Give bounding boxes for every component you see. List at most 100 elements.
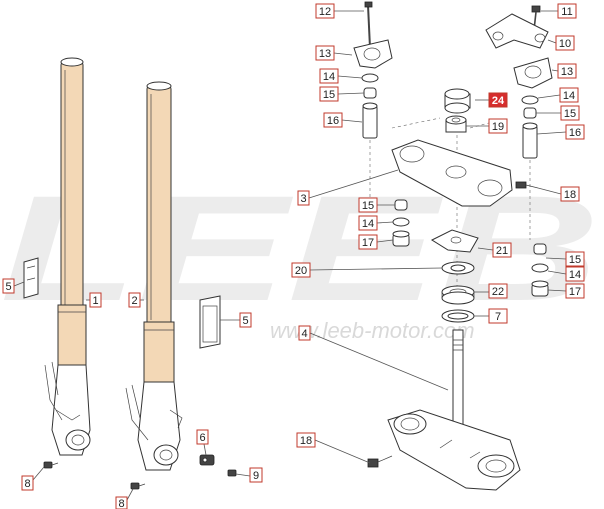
callout-2: 2 (128, 292, 141, 308)
upper-triple-clamp (391, 139, 513, 207)
bushing-15-mid-right (533, 243, 547, 255)
sensor-6 (199, 454, 215, 466)
callout-19: 19 (488, 118, 508, 134)
callout-21: 21 (492, 242, 512, 258)
callout-16-right: 16 (565, 124, 585, 140)
top-clamp-bar-10 (485, 13, 549, 49)
handlebar-clamp-left (353, 39, 393, 69)
callout-18-top: 18 (560, 186, 580, 202)
callout-6: 6 (196, 429, 209, 445)
bushing-17-right (531, 280, 549, 297)
callout-7: 7 (488, 308, 508, 324)
callout-12-text: 12 (319, 6, 331, 18)
bolt-18-bottom (367, 455, 393, 468)
callout-14-a-text: 14 (323, 71, 335, 83)
callout-8-right: 8 (115, 496, 128, 509)
callout-4: 4 (298, 325, 311, 341)
callout-8-left-text: 8 (24, 478, 30, 490)
callout-15-c: 15 (560, 105, 580, 121)
fork-leg-left (44, 57, 91, 456)
callout-20: 20 (291, 262, 311, 278)
callout-21-text: 21 (496, 245, 508, 257)
spacer-16-right (522, 122, 538, 159)
bearing-22 (441, 285, 475, 305)
callout-14-b: 14 (358, 215, 378, 231)
fork-leg-right (125, 81, 183, 471)
bushing-15-left (363, 87, 377, 99)
leader-lines (13, 10, 567, 501)
bolt-12 (364, 1, 373, 49)
callout-22: 22 (488, 283, 508, 299)
spacer-16-left (362, 102, 378, 139)
callout-14-d: 14 (565, 266, 585, 282)
bolt-18-top (515, 181, 539, 189)
callout-13-right: 13 (557, 63, 577, 79)
callout-5-left-text: 5 (5, 281, 11, 293)
callout-5-left: 5 (2, 278, 15, 294)
callout-14-c: 14 (559, 87, 579, 103)
callout-15-b-text: 15 (362, 200, 374, 212)
callout-8-right-text: 8 (118, 498, 124, 509)
callout-10-text: 10 (559, 38, 571, 50)
callout-18-bottom: 18 (296, 432, 316, 448)
callout-15-a-text: 15 (323, 89, 335, 101)
callout-24-text: 24 (492, 95, 505, 107)
callout-5-right-text: 5 (242, 315, 248, 327)
alignment-lines (369, 117, 531, 300)
bushing-15-right (523, 107, 537, 119)
bracket-21 (430, 229, 479, 253)
handlebar-clamp-right (513, 57, 553, 89)
callout-2-text: 2 (131, 295, 137, 307)
callout-22-text: 22 (492, 286, 504, 298)
bolt-8-left (43, 461, 59, 469)
callout-16-left: 16 (323, 112, 343, 128)
callout-13-left-text: 13 (319, 48, 331, 60)
callouts: 1 2 5 5 6 8 8 9 12 13 14 15 16 3 15 14 1… (2, 3, 585, 509)
callout-9-text: 9 (253, 470, 259, 482)
callout-10: 10 (555, 35, 575, 51)
callout-5-right: 5 (239, 312, 252, 328)
callout-8-left: 8 (21, 475, 34, 491)
callout-15-d: 15 (565, 251, 585, 267)
callout-4-text: 4 (301, 328, 307, 340)
callout-24: 24 (488, 92, 508, 108)
washer-20 (441, 261, 475, 275)
callout-12: 12 (315, 3, 335, 19)
washer-14-mid-right (531, 263, 549, 273)
callout-16-right-text: 16 (569, 127, 581, 139)
washer-14-mid-left (392, 217, 410, 227)
callout-3-text: 3 (300, 193, 306, 205)
callout-6-text: 6 (199, 432, 205, 444)
callout-18-top-text: 18 (564, 189, 576, 201)
bolt-9 (227, 469, 237, 477)
callout-20-text: 20 (295, 265, 307, 277)
callout-14-d-text: 14 (569, 269, 581, 281)
lower-triple-clamp (387, 329, 521, 491)
callout-15-d-text: 15 (569, 254, 581, 266)
callout-17-right-text: 17 (569, 286, 581, 298)
bolt-8-right (130, 482, 146, 490)
steering-nut-24 (444, 88, 471, 114)
callout-15-c-text: 15 (564, 108, 576, 120)
callout-15-b: 15 (358, 197, 378, 213)
callout-15-a: 15 (319, 86, 339, 102)
seal-7 (441, 309, 475, 323)
callout-1-text: 1 (92, 295, 98, 307)
sticker-5-left (23, 257, 39, 299)
bushing-15-mid-left (394, 199, 408, 211)
callout-14-c-text: 14 (563, 90, 575, 102)
sticker-5-right (199, 295, 221, 349)
nut-19 (445, 115, 467, 133)
callout-9: 9 (249, 467, 263, 483)
callout-14-a: 14 (319, 68, 339, 84)
callout-17-right: 17 (565, 283, 585, 299)
callout-17-left: 17 (358, 234, 378, 250)
callout-11: 11 (557, 3, 577, 19)
callout-14-b-text: 14 (362, 218, 374, 230)
bushing-17-left (392, 230, 410, 247)
callout-1: 1 (89, 292, 102, 308)
callout-13-right-text: 13 (561, 66, 573, 78)
callout-17-left-text: 17 (362, 237, 374, 249)
callout-11-text: 11 (561, 6, 572, 18)
